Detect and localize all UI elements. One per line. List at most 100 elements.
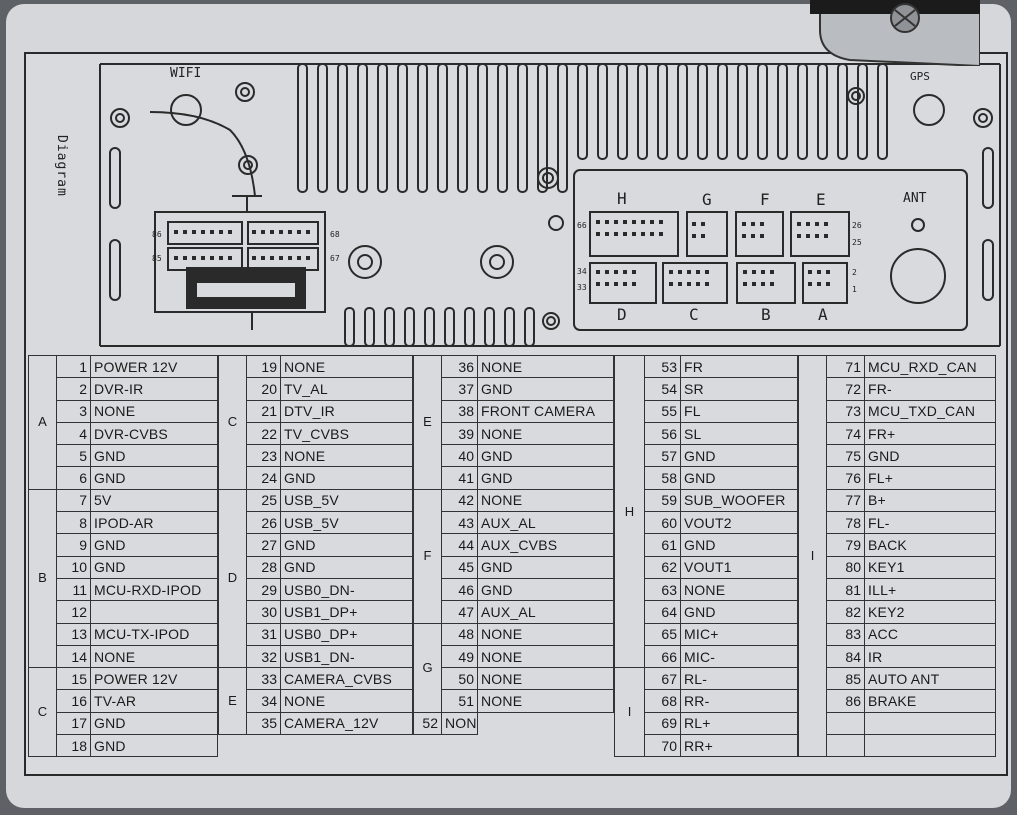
pin-dot [669,270,673,274]
pin-dot [192,230,196,234]
pin-number-cell: 51 [441,689,478,713]
pin-function-cell: FL [680,399,798,423]
pin-dot [770,282,774,286]
pin-dot [605,270,609,274]
mount-hole-icon [973,108,993,128]
pin-function-cell: 5V [90,488,218,513]
pin-number-cell: 83 [826,622,865,646]
pin-number-cell [826,734,865,758]
pin-function-cell: GND [90,466,218,490]
gps-jack-icon [913,94,945,126]
pin-function-cell: GND [680,444,798,468]
pin-number-cell: 70 [644,734,681,758]
pin-function-cell: CAMERA_12V [280,711,413,736]
usb-jack-icon [348,245,382,279]
pin-number-cell: 9 [56,533,91,557]
pin-function-cell: NONE [477,689,614,713]
pin-dot [696,282,700,286]
pin-function-cell: NONE [477,421,614,446]
pin-number-cell: 54 [644,377,681,401]
pin-dot [659,232,663,236]
pin-function-cell: FL+ [864,466,996,490]
pin-function-cell: GND [477,444,614,468]
fin [364,307,375,347]
fin [504,307,515,347]
connector-letter-e: E [816,190,826,209]
main-connector-outline [154,211,326,313]
pin-number-cell: 65 [644,622,681,646]
pin-function-cell: TV-AR [90,689,218,713]
pin-row [799,734,996,758]
fin [344,307,355,347]
pin-number-cell: 76 [826,466,865,490]
pin-number-cell: 11 [56,577,91,602]
pin-dot [623,282,627,286]
pin-dot [751,222,755,226]
pin-dot [815,234,819,238]
mount-hole-icon [847,87,865,105]
pin-dot [692,222,696,226]
pin-function-cell: FRONT CAMERA [477,399,614,423]
pin-number-cell: 75 [826,444,865,468]
pin-function-cell: GND [90,711,218,736]
connector-letter-b: B [761,305,771,324]
pin-dot [261,230,265,234]
pin-dot [742,234,746,238]
pin-number-cell: 39 [441,421,478,446]
pin-dot [174,230,178,234]
pin-function-cell: NONE [477,354,614,379]
pin-number-cell: 80 [826,555,865,579]
connector-group-label: G [413,622,442,713]
pin-function-cell: NONE [280,689,413,713]
pin-dot [692,234,696,238]
pin-dot [605,232,609,236]
pin-function-cell: ILL+ [864,577,996,602]
antenna-small-icon [911,218,925,232]
pin-function-cell: GND [477,577,614,602]
fin [617,63,628,160]
pin-function-cell [90,600,218,624]
connector-group-label: D [218,488,247,669]
pin-number-cell: 74 [826,421,865,446]
pin-function-cell: USB1_DP+ [280,600,413,624]
pin-dot [752,282,756,286]
pin-dot [817,270,821,274]
mount-hole-icon [978,113,988,123]
fin [817,63,828,160]
mount-hole-icon [240,87,250,97]
pin-function-cell: MCU_RXD_CAN [864,354,996,379]
pin-function-cell: USB1_DN- [280,644,413,669]
pin-dot [219,256,223,260]
fin [477,63,488,193]
fin [457,63,468,193]
pin-function-cell: MCU_TXD_CAN [864,399,996,423]
pin-dot [678,282,682,286]
mount-hole-icon [235,82,255,102]
fin [637,63,648,160]
pin-number-cell: 3 [56,399,91,423]
pin-number-cell: 24 [246,466,281,490]
wifi-label: WIFI [170,66,202,81]
pin-function-cell: NONE [441,711,478,736]
